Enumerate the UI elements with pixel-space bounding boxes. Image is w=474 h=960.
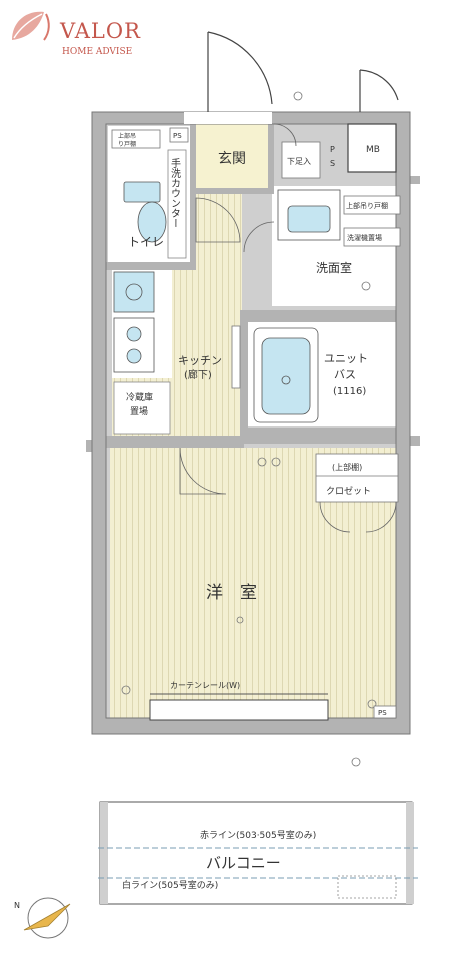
toilet-door-arc xyxy=(195,197,241,243)
fridge-label-1: 冷蔵庫 xyxy=(126,391,153,403)
entrance-label: 玄関 xyxy=(218,150,246,167)
bath-fixtures xyxy=(253,327,319,423)
compass: N xyxy=(14,897,71,939)
kitchen-sink xyxy=(113,271,155,313)
toilet-counter-label: 手洗カウンター xyxy=(169,157,181,228)
western-room-label: 洋 室 xyxy=(206,583,257,603)
bath-label-1: ユニット xyxy=(324,352,368,365)
bath-label-2: バス xyxy=(334,368,356,381)
toilet-shelf-label-1: 上部吊 xyxy=(118,132,136,140)
entrance-floor xyxy=(196,124,272,188)
washroom-door-arc xyxy=(243,221,275,253)
upper-shelf-label: (上部棚) xyxy=(332,462,362,472)
kitchen-label: キッチン xyxy=(178,354,222,367)
closet-label: クロゼット xyxy=(326,485,371,497)
balcony-label: バルコニー xyxy=(206,854,281,872)
ps-top-left-box xyxy=(169,127,189,143)
toilet-bowl-icon xyxy=(137,201,167,243)
closet xyxy=(315,453,399,533)
outlet-marks xyxy=(121,91,377,767)
washroom-fixtures xyxy=(277,189,401,247)
bath-label-3: (1116) xyxy=(333,386,366,397)
shoe-storage-label: 下足入 xyxy=(287,157,311,166)
wash-basin-bowl-icon xyxy=(287,205,331,233)
toilet-counter xyxy=(167,149,187,259)
ps-bottom-box xyxy=(373,705,397,719)
ps-top-label-p: P xyxy=(330,145,335,154)
valor-logo: VALOR HOME ADVISE xyxy=(12,11,141,57)
toilet-shelf-label-2: り戸棚 xyxy=(118,140,136,148)
compass-north-label: N xyxy=(14,901,20,910)
curtain-rail-label: カーテンレール(W) xyxy=(170,681,240,690)
fridge-area xyxy=(113,381,171,435)
balcony xyxy=(98,801,418,905)
north-arrow-icon xyxy=(23,903,71,931)
line-a-label: 赤ライン(503·505号室のみ) xyxy=(200,829,316,841)
kitchen-counter-edge xyxy=(231,325,241,389)
mb-label: MB xyxy=(366,145,380,155)
stove xyxy=(113,317,155,373)
shoe-storage xyxy=(281,141,321,179)
washroom-label: 洗面室 xyxy=(316,260,352,275)
burner-icon-2 xyxy=(126,348,142,364)
ps-bottom-label: PS xyxy=(378,709,387,717)
washroom-upper-label: 上部吊り戸棚 xyxy=(346,201,388,210)
toilet-tank xyxy=(123,181,161,203)
burner-icon xyxy=(126,326,142,342)
toilet-fixtures: 上部吊 り戸棚 xyxy=(111,129,187,259)
line-b-label: 白ライン(505号室のみ) xyxy=(122,879,218,891)
corridor-label: (廊下) xyxy=(184,368,212,381)
shoe-door-arc xyxy=(273,123,297,147)
logo-leaf-icon xyxy=(12,11,50,41)
kitchen-fixtures xyxy=(113,271,155,373)
room-door-arc xyxy=(179,447,227,495)
logo-tagline: HOME ADVISE xyxy=(62,47,132,57)
window-frame xyxy=(149,699,329,721)
fridge-label-2: 置場 xyxy=(130,405,148,417)
entrance-door xyxy=(184,31,273,124)
ps-top-label-s: S xyxy=(330,159,335,168)
washer-space-label: 洗濯機置場 xyxy=(347,233,382,242)
toilet-label: トイレ xyxy=(128,235,164,249)
logo-brand: VALOR xyxy=(59,19,141,43)
sink-drain-icon xyxy=(125,283,143,301)
ps-top-left-label: PS xyxy=(173,132,182,140)
walls xyxy=(86,112,420,734)
mb-door xyxy=(347,69,399,173)
